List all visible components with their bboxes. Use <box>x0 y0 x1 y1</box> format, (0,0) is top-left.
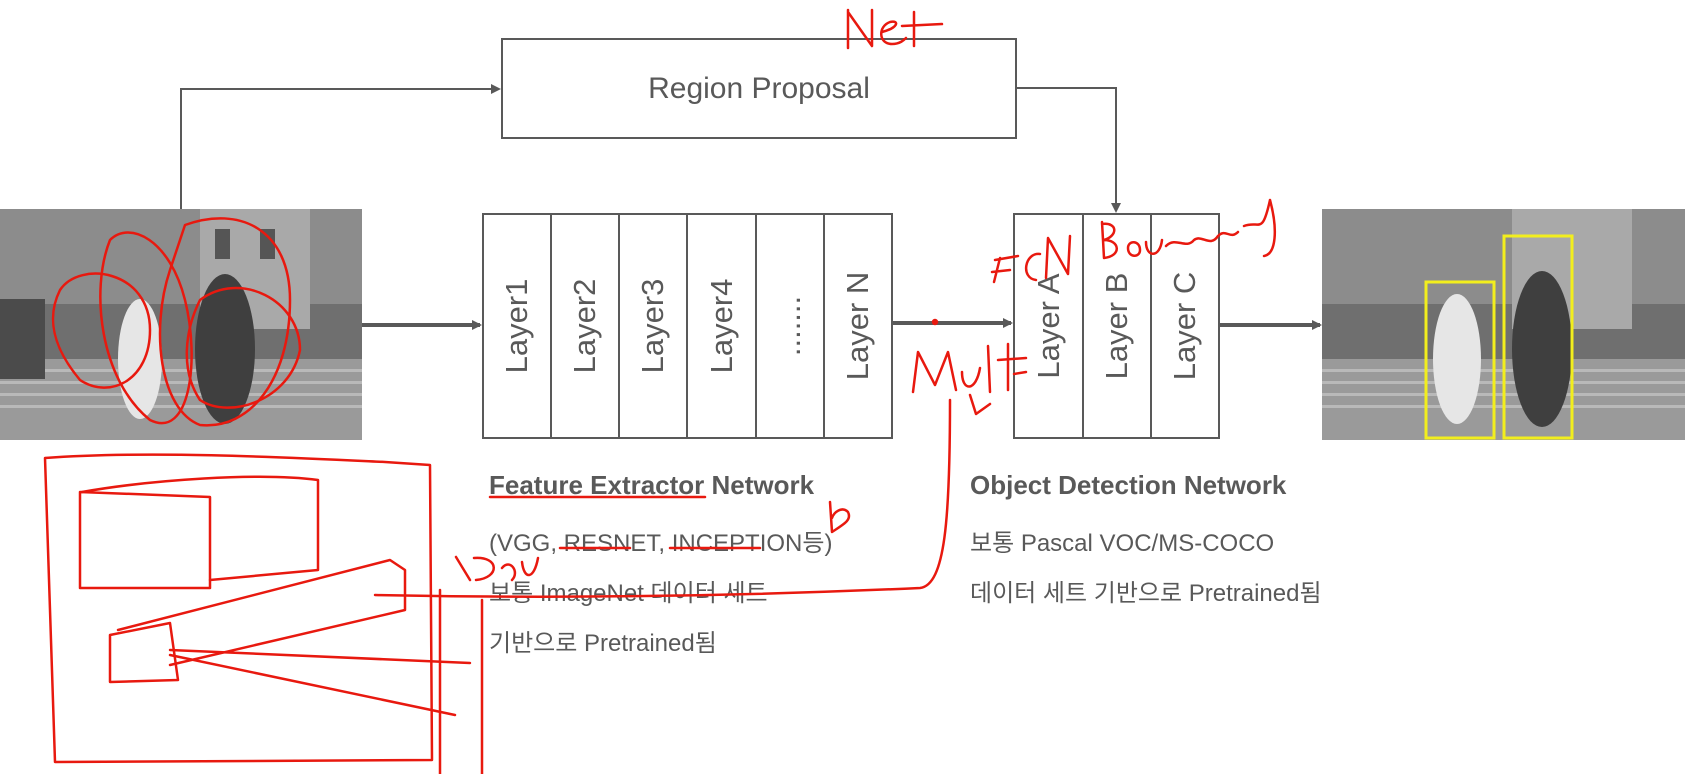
layer-cell-2: Layer2 <box>552 215 620 437</box>
region-proposal-label: Region Proposal <box>648 71 870 105</box>
layer-label: Layer4 <box>703 278 739 374</box>
bbox-woman <box>1424 280 1496 440</box>
arrow-image-to-region-proposal <box>180 84 501 209</box>
feature-extractor-stack: Layer1 Layer2 Layer3 Layer4 ....... Laye… <box>482 213 893 439</box>
layer-label: ....... <box>772 295 807 357</box>
object-detection-line-2: 데이터 세트 기반으로 Pretrained됨 <box>970 580 1322 607</box>
layer-cell-4: Layer4 <box>688 215 757 437</box>
layer-cell-b: Layer B <box>1084 215 1152 437</box>
layer-label: Layer1 <box>499 278 534 374</box>
layer-label: Layer3 <box>635 278 670 374</box>
object-detection-stack: Layer A Layer B Layer C <box>1013 213 1220 439</box>
object-detection-line-1: 보통 Pascal VOC/MS-COCO <box>970 530 1275 557</box>
region-proposal-box: Region Proposal <box>501 38 1017 139</box>
output-image <box>1322 209 1685 440</box>
input-image <box>0 209 362 440</box>
layer-cell-a: Layer A <box>1015 215 1084 437</box>
feature-extractor-line-3: 기반으로 Pretrained됨 <box>489 630 717 657</box>
layer-label: Layer C <box>1167 271 1202 381</box>
feature-extractor-line-1: (VGG, RESNET, INCEPTION등) <box>489 530 833 557</box>
feature-extractor-title: Feature Extractor Network <box>489 470 815 500</box>
feature-extractor-line-2: 보통 ImageNet 데이터 세트 <box>489 580 768 607</box>
layer-cell-1: Layer1 <box>484 215 552 437</box>
layer-label: Layer B <box>1099 272 1134 380</box>
bbox-man <box>1502 234 1574 440</box>
layer-cell-ellipsis: ....... <box>757 215 825 437</box>
layer-cell-3: Layer3 <box>620 215 688 437</box>
layer-cell-n: Layer N <box>825 215 891 437</box>
layer-cell-c: Layer C <box>1152 215 1218 437</box>
arrow-region-proposal-to-layer-b <box>1017 87 1121 213</box>
layer-label: Layer A <box>1030 273 1066 379</box>
layer-label: Layer N <box>840 271 875 381</box>
object-detection-title: Object Detection Network <box>970 470 1287 500</box>
layer-label: Layer2 <box>567 278 602 374</box>
